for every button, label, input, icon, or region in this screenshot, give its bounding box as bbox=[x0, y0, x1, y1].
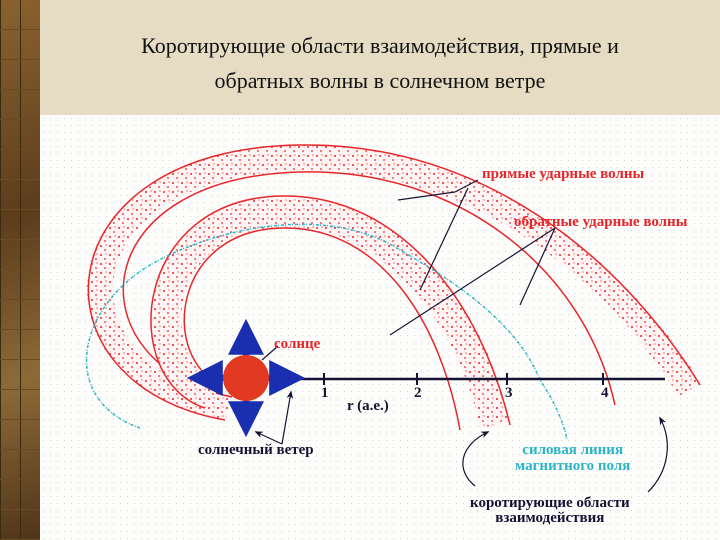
axis-label: r (а.е.) bbox=[347, 398, 389, 414]
title-line-1: Коротирующие области взаимодействия, пря… bbox=[141, 33, 619, 58]
label-reverse-shocks: обратные ударные волны bbox=[514, 214, 688, 230]
label-field-line: силовая линия магнитного поля bbox=[515, 442, 630, 474]
label-solar-wind: солнечный ветер bbox=[198, 442, 314, 458]
magnetic-field-line bbox=[85, 223, 568, 441]
inner-interaction-region bbox=[150, 195, 511, 431]
label-sun: солнце bbox=[274, 336, 321, 352]
tick-label-2: 2 bbox=[414, 385, 422, 401]
outer-interaction-region bbox=[87, 144, 702, 421]
title-banner bbox=[40, 0, 720, 115]
label-cir-1: коротирующие области bbox=[470, 495, 630, 511]
tick-label-3: 3 bbox=[505, 385, 513, 401]
title-line-2: обратных волны в солнечном ветре bbox=[214, 68, 546, 93]
slide-title: Коротирующие области взаимодействия, пря… bbox=[40, 28, 720, 98]
label-forward-shocks: прямые ударные волны bbox=[482, 166, 645, 182]
leader-lines bbox=[254, 179, 668, 493]
decorative-wood-strip bbox=[0, 0, 40, 540]
sun bbox=[223, 355, 269, 401]
label-cir-2: взаимодействия bbox=[495, 510, 605, 526]
r-axis bbox=[300, 373, 665, 385]
label-cir: коротирующие области взаимодействия bbox=[470, 496, 630, 526]
label-field-line-2: магнитного поля bbox=[515, 458, 631, 474]
tick-label-4: 4 bbox=[601, 385, 609, 401]
label-field-line-1: силовая линия bbox=[522, 442, 624, 458]
tick-label-1: 1 bbox=[321, 385, 329, 401]
